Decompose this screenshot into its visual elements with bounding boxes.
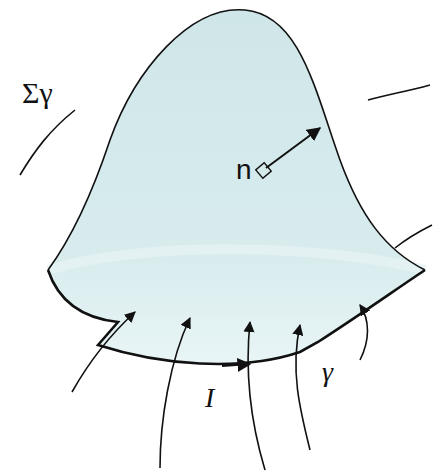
field-lines xyxy=(72,305,368,470)
surface-label: Σγ xyxy=(22,78,53,108)
curve-label: γ xyxy=(322,358,333,386)
surface-fill xyxy=(48,10,425,364)
normal-label: n xyxy=(236,156,252,184)
current-arrow xyxy=(222,364,250,366)
current-label: I xyxy=(205,384,214,412)
rim-shading xyxy=(48,249,425,270)
normal-vector xyxy=(256,128,320,178)
boundary-curve xyxy=(48,270,425,364)
surface-outline xyxy=(48,10,425,270)
